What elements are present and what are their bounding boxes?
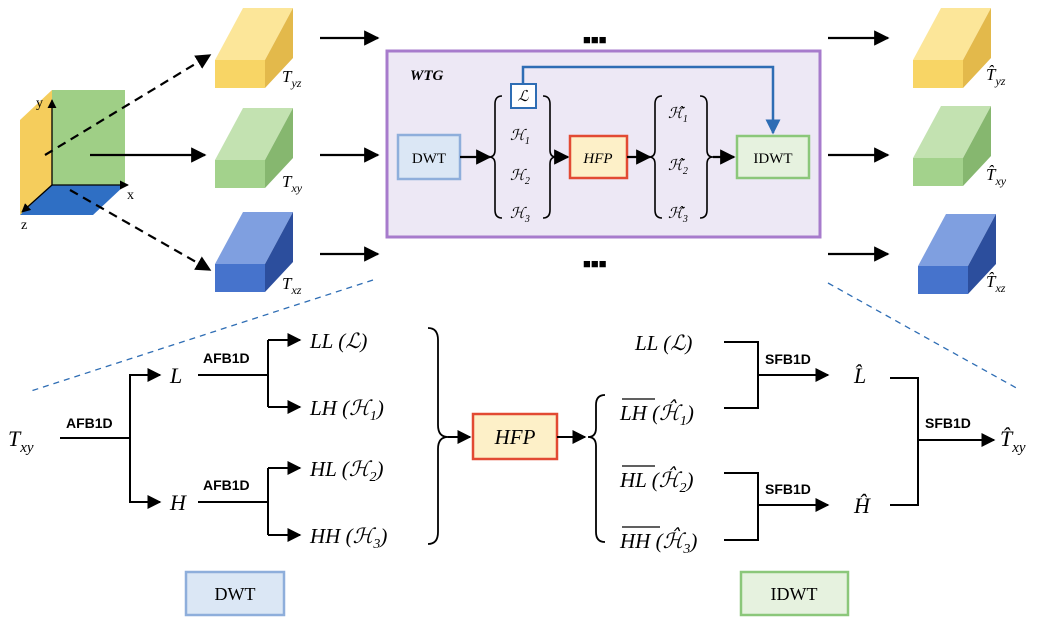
pipeline-H: H: [169, 490, 187, 515]
ellipsis-bottom: ■■■: [583, 256, 607, 271]
wtg-H3: ℋ3: [510, 206, 530, 225]
pipeline-hfp-box: [471, 412, 559, 461]
pipeline-input: Txy: [8, 426, 34, 456]
label-T-yz: Tyz: [282, 67, 302, 90]
sfb-label-3: SFB1D: [925, 415, 971, 431]
yz-plane: [20, 90, 52, 215]
wtg-H1: ℋ1: [510, 128, 530, 147]
wtg-Hh2: ℋ̂2: [668, 158, 688, 177]
pipeline-HL-out: HL (ℋ̂2): [619, 466, 693, 496]
legend-dwt-box: [184, 570, 286, 617]
label-That-xz: T̂xz: [986, 272, 1006, 295]
wtg-Hh1: ℋ̂1: [668, 106, 688, 125]
pipeline-output: T̂xy: [1000, 426, 1026, 456]
ellipsis-top: ■■■: [583, 32, 607, 47]
legend-idwt-label: IDWT: [771, 584, 818, 604]
legend-idwt-box: [739, 570, 850, 617]
label-That-xy: T̂xy: [986, 165, 1007, 188]
output-xz-prism: [918, 214, 996, 294]
output-yz-prism: [913, 8, 991, 88]
axis-z-label: z: [21, 218, 27, 233]
pipeline-L: L: [169, 363, 182, 388]
wtg-Hh3: ℋ̂3: [668, 206, 688, 225]
pipeline-LH-out: LH (ℋ̂1): [619, 399, 694, 429]
label-T-xz: Txz: [282, 274, 302, 297]
wtg-hfp-label: HFP: [582, 151, 612, 167]
pipeline-LL-out: LL (ℒ): [634, 331, 692, 355]
wtg-dwt-label: DWT: [412, 151, 446, 167]
wtg-idwt-box: [735, 134, 811, 180]
legend-dwt-label: DWT: [215, 584, 256, 604]
output-xy-prism: [913, 106, 991, 186]
tensor-yz-prism: [215, 8, 293, 88]
pipeline-HL: HL (ℋ2): [309, 457, 383, 485]
pipeline-L-hat: L̂: [853, 363, 866, 388]
sfb-label-2: SFB1D: [765, 481, 811, 497]
sfb-label-1: SFB1D: [765, 351, 811, 367]
afb-label-1: AFB1D: [66, 415, 113, 431]
pipeline-H-hat: Ĥ: [853, 493, 871, 518]
tensor-xy-prism: [215, 108, 293, 188]
wtg-H2: ℋ2: [510, 168, 530, 187]
pipeline-LL: LL (ℒ): [309, 329, 367, 353]
pipeline-LH: LH (ℋ1): [309, 396, 384, 424]
wtg-idwt-label: IDWT: [753, 151, 792, 167]
label-That-yz: T̂yz: [986, 65, 1006, 88]
skip-connection-L: [521, 65, 781, 135]
wtg-L: ℒ: [518, 89, 530, 105]
dashed-arrow-yz: [44, 54, 212, 156]
afb-label-2: AFB1D: [203, 350, 250, 366]
coordinate-cube: y x z: [20, 90, 134, 233]
xy-plane: [52, 90, 125, 185]
label-T-xy: Txy: [282, 172, 303, 195]
pipeline-HH: HH (ℋ3): [309, 524, 387, 552]
pipeline-hfp-label: HFP: [494, 425, 536, 449]
pipeline-HH-out: HH (ℋ̂3): [619, 527, 697, 557]
axis-x-label: x: [127, 188, 134, 203]
wtg-L-box: [510, 83, 537, 109]
wtg-title: WTG: [410, 68, 444, 84]
tensor-xz-prism: [215, 212, 293, 292]
dashed-arrow-xz: [69, 189, 212, 271]
axis-y-label: y: [36, 96, 43, 111]
afb-label-3: AFB1D: [203, 477, 250, 493]
